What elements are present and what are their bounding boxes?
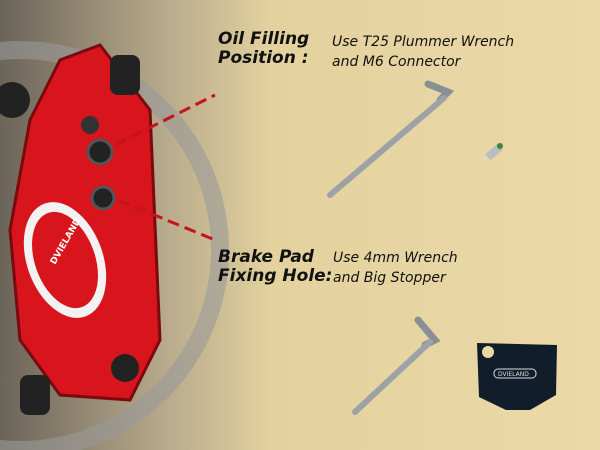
brake-pad-description: Use 4mm Wrench and Big Stopper bbox=[333, 248, 458, 288]
big-stopper: DVIELAND bbox=[477, 343, 557, 410]
label-line: Fixing Hole: bbox=[218, 266, 333, 286]
label-line: Oil Filling bbox=[218, 29, 310, 49]
4mm-wrench bbox=[352, 316, 441, 415]
desc-line: Use 4mm Wrench bbox=[333, 250, 458, 266]
label-line: Position : bbox=[218, 48, 309, 68]
svg-text:DVIELAND: DVIELAND bbox=[498, 371, 529, 378]
oil-filling-description: Use T25 Plummer Wrench and M6 Connector bbox=[332, 32, 514, 72]
desc-line: Use T25 Plummer Wrench bbox=[332, 34, 515, 50]
t25-wrench bbox=[327, 80, 455, 198]
brake-caliper: DVIELAND bbox=[0, 43, 162, 415]
desc-line: and Big Stopper bbox=[333, 270, 446, 286]
pad-fixing-hole bbox=[90, 185, 116, 211]
brake-rotor bbox=[0, 41, 229, 450]
desc-line: and M6 Connector bbox=[332, 54, 461, 70]
label-line: Brake Pad bbox=[218, 247, 314, 267]
m6-connector bbox=[485, 143, 503, 161]
leader-line-oil bbox=[114, 93, 216, 147]
oil-filling-hole bbox=[86, 138, 114, 166]
